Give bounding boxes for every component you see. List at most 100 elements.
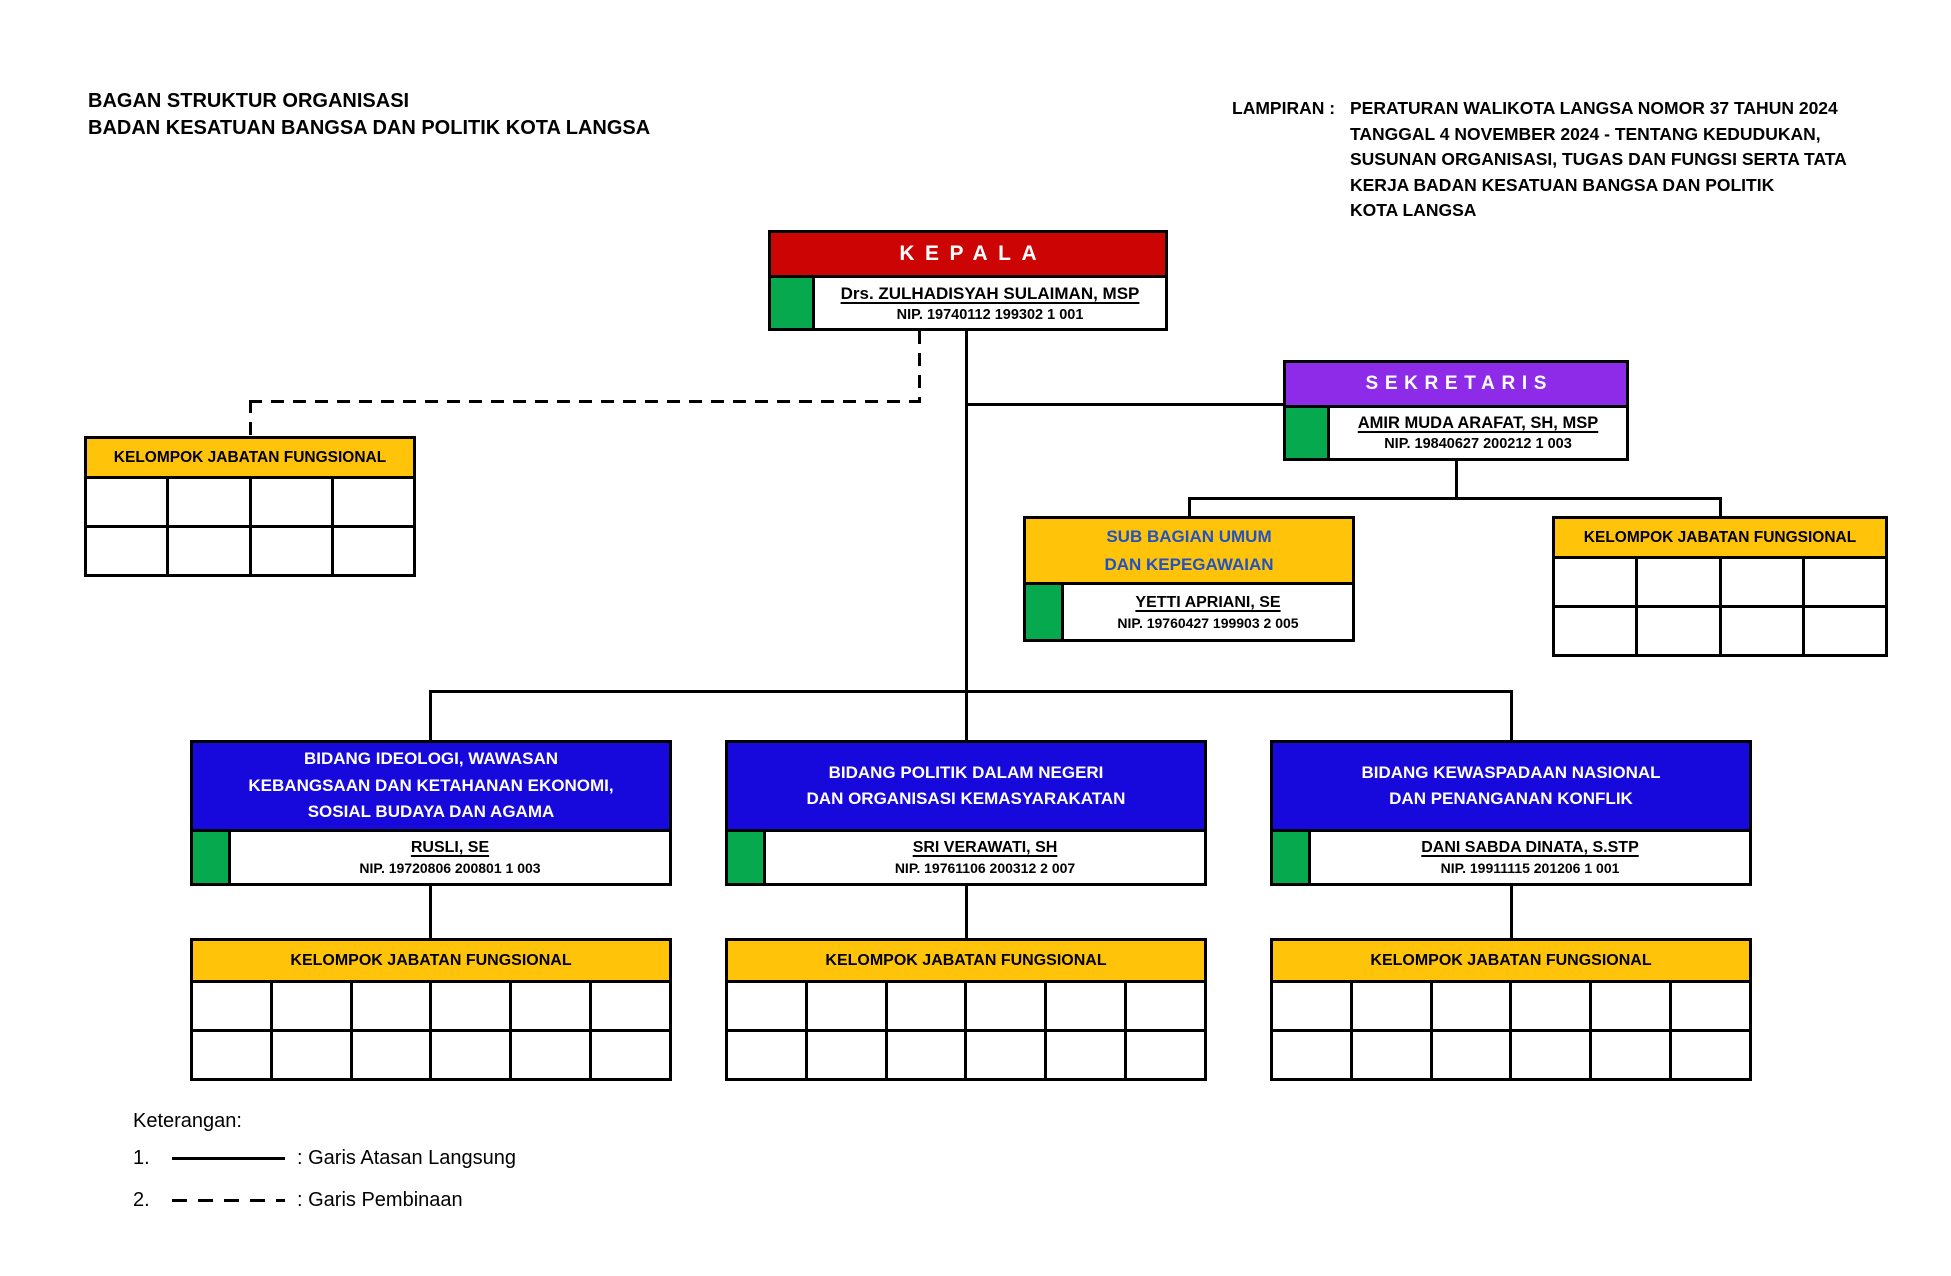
connector-sekretaris-split <box>1188 497 1722 500</box>
legend: Keterangan: 1. : Garis Atasan Langsung 2… <box>133 1110 516 1231</box>
document-title-line1: BAGAN STRUKTUR ORGANISASI <box>88 90 410 112</box>
fungsional-cell <box>272 983 353 1029</box>
fungsional-cell <box>1273 1032 1353 1078</box>
fungsional-cell <box>432 983 513 1029</box>
node-sekretaris: SEKRETARIS AMIR MUDA ARAFAT, SH, MSP NIP… <box>1283 360 1629 461</box>
fungsional-cell <box>1672 1032 1749 1078</box>
fungsional-cell <box>592 983 669 1029</box>
dashed-line-sample <box>172 1199 285 1202</box>
connector-bidang2-to-kjf <box>965 886 968 938</box>
sub-bagian-title: SUB BAGIAN UMUM DAN KEPEGAWAIAN <box>1026 519 1352 585</box>
kelompok-grid-row <box>1273 983 1749 1032</box>
fungsional-cell <box>1047 1032 1128 1078</box>
legend-item-dashed: 2. : Garis Pembinaan <box>133 1189 516 1212</box>
dashed-connector-horizontal <box>249 400 921 403</box>
fungsional-cell <box>512 983 593 1029</box>
green-status-cell <box>728 832 766 883</box>
fungsional-cell <box>592 1032 669 1078</box>
fungsional-cell <box>1592 1032 1673 1078</box>
kelompok-header: KELOMPOK JABATAN FUNGSIONAL <box>1555 519 1885 559</box>
bidang-ideologi-body: RUSLI, SE NIP. 19720806 200801 1 003 <box>193 832 669 883</box>
node-kepala: KEPALA Drs. ZULHADISYAH SULAIMAN, MSP NI… <box>768 230 1168 331</box>
connector-kepala-to-sekretaris <box>966 403 1283 406</box>
green-status-cell <box>1273 832 1311 883</box>
kelompok-grid-row <box>728 1032 1204 1078</box>
fungsional-cell <box>87 479 170 525</box>
dashed-connector-kepala-down <box>918 331 921 401</box>
bidang-kewaspadaan-person-name: DANI SABDA DINATA, S.STP <box>1421 839 1639 856</box>
fungsional-cell <box>1721 559 1805 605</box>
kelompok-header: KELOMPOK JABATAN FUNGSIONAL <box>728 941 1204 983</box>
fungsional-cell <box>512 1032 593 1078</box>
node-bidang-kewaspadaan: BIDANG KEWASPADAAN NASIONAL DAN PENANGAN… <box>1270 740 1752 886</box>
bidang-kewaspadaan-title: BIDANG KEWASPADAAN NASIONAL DAN PENANGAN… <box>1273 743 1749 832</box>
sub-bagian-body: YETTI APRIANI, SE NIP. 19760427 199903 2… <box>1026 585 1352 639</box>
connector-bidang3-to-kjf <box>1510 886 1513 938</box>
sekretaris-person-nip: NIP. 19840627 200212 1 003 <box>1384 436 1572 452</box>
kelompok-header: KELOMPOK JABATAN FUNGSIONAL <box>193 941 669 983</box>
sekretaris-person-name: AMIR MUDA ARAFAT, SH, MSP <box>1357 414 1599 432</box>
bidang-ideologi-person-name: RUSLI, SE <box>410 839 490 856</box>
legend-title: Keterangan: <box>133 1110 242 1132</box>
bidang-politik-body: SRI VERAWATI, SH NIP. 19761106 200312 2 … <box>728 832 1204 883</box>
kelompok-grid-row <box>1555 608 1885 654</box>
lampiran-line: PERATURAN WALIKOTA LANGSA NOMOR 37 TAHUN… <box>1350 98 1838 118</box>
kepala-title: KEPALA <box>771 233 1165 278</box>
connector-drop-subbagian <box>1188 497 1191 516</box>
sekretaris-title: SEKRETARIS <box>1286 363 1626 408</box>
fungsional-cell <box>1127 983 1204 1029</box>
kelompok-jabatan-fungsional-box: KELOMPOK JABATAN FUNGSIONAL <box>84 436 416 577</box>
green-status-cell <box>1286 408 1330 458</box>
fungsional-cell <box>1721 608 1805 654</box>
legend-item-number: 1. <box>133 1147 150 1169</box>
kelompok-jabatan-fungsional-box: KELOMPOK JABATAN FUNGSIONAL <box>1552 516 1888 657</box>
fungsional-cell <box>1592 983 1673 1029</box>
connector-bidang-bus <box>429 690 1513 693</box>
lampiran-line: SUSUNAN ORGANISASI, TUGAS DAN FUNGSI SER… <box>1350 149 1847 169</box>
lampiran-text: PERATURAN WALIKOTA LANGSA NOMOR 37 TAHUN… <box>1350 96 1910 224</box>
fungsional-cell <box>1672 983 1749 1029</box>
fungsional-cell <box>352 983 433 1029</box>
fungsional-cell <box>1555 559 1639 605</box>
fungsional-cell <box>169 528 252 574</box>
kelompok-jabatan-fungsional-box: KELOMPOK JABATAN FUNGSIONAL <box>190 938 672 1081</box>
fungsional-cell <box>1352 1032 1433 1078</box>
green-status-cell <box>771 278 815 328</box>
fungsional-cell <box>1638 559 1722 605</box>
node-sub-bagian-umum: SUB BAGIAN UMUM DAN KEPEGAWAIAN YETTI AP… <box>1023 516 1355 642</box>
document-title-line2: BADAN KESATUAN BANGSA DAN POLITIK KOTA L… <box>88 117 651 139</box>
kelompok-jabatan-fungsional-box: KELOMPOK JABATAN FUNGSIONAL <box>725 938 1207 1081</box>
kelompok-grid-row <box>728 983 1204 1032</box>
kelompok-grid-row <box>1273 1032 1749 1078</box>
legend-item-solid: 1. : Garis Atasan Langsung <box>133 1147 516 1170</box>
fungsional-cell <box>967 1032 1048 1078</box>
legend-item-label: : Garis Pembinaan <box>297 1189 463 1211</box>
fungsional-cell <box>352 1032 433 1078</box>
document-title: BAGAN STRUKTUR ORGANISASI BADAN KESATUAN… <box>88 88 650 142</box>
fungsional-cell <box>333 479 413 525</box>
fungsional-cell <box>807 983 888 1029</box>
fungsional-cell <box>432 1032 513 1078</box>
lampiran-line: TANGGAL 4 NOVEMBER 2024 - TENTANG KEDUDU… <box>1350 123 1821 144</box>
green-status-cell <box>1026 585 1064 639</box>
fungsional-cell <box>1512 983 1593 1029</box>
bidang-ideologi-person-nip: NIP. 19720806 200801 1 003 <box>359 860 541 876</box>
connector-bidang1-to-kjf <box>429 886 432 938</box>
fungsional-cell <box>887 1032 968 1078</box>
lampiran-label: LAMPIRAN : <box>1232 98 1336 118</box>
kelompok-grid-row <box>193 983 669 1032</box>
sub-bagian-person-nip: NIP. 19760427 199903 2 005 <box>1117 614 1299 631</box>
fungsional-cell <box>1555 608 1639 654</box>
lampiran-line: KERJA BADAN KESATUAN BANGSA DAN POLITIK <box>1350 174 1775 195</box>
fungsional-cell <box>1512 1032 1593 1078</box>
fungsional-cell <box>1804 559 1885 605</box>
connector-drop-kjf-sekretaris <box>1719 497 1722 516</box>
bidang-ideologi-title: BIDANG IDEOLOGI, WAWASAN KEBANGSAAN DAN … <box>193 743 669 832</box>
fungsional-cell <box>87 528 170 574</box>
fungsional-cell <box>1804 608 1885 654</box>
fungsional-cell <box>193 983 273 1029</box>
kelompok-grid-row <box>193 1032 669 1078</box>
fungsional-cell <box>967 983 1048 1029</box>
fungsional-cell <box>1127 1032 1204 1078</box>
